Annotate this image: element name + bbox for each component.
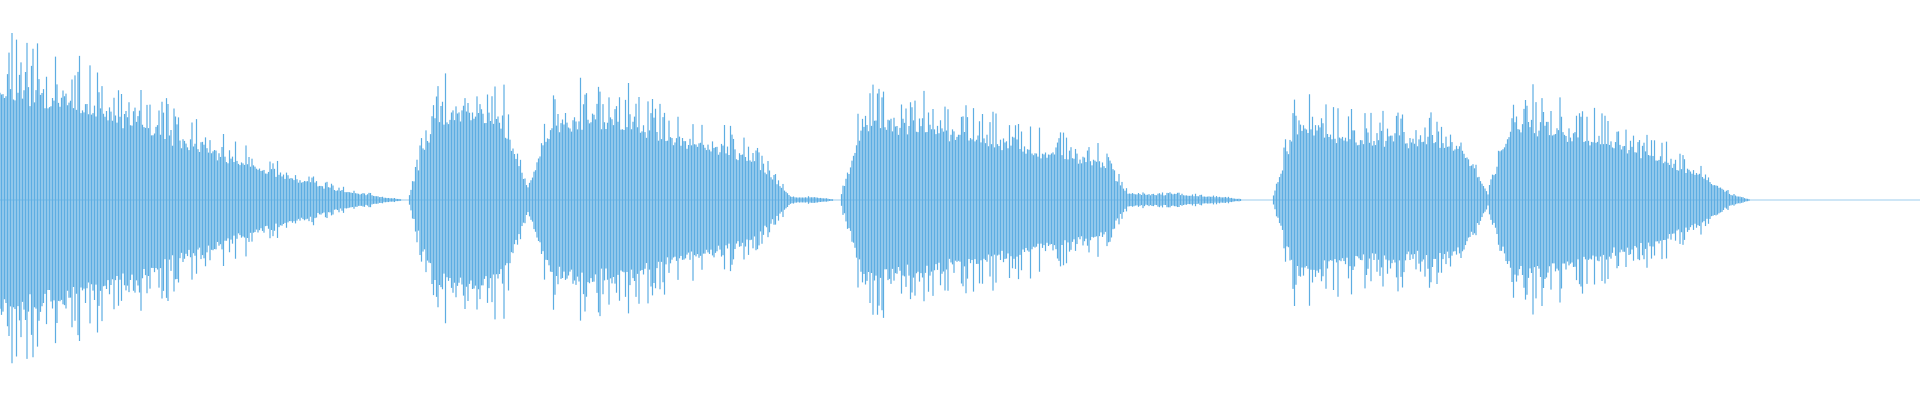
- waveform-samples: [0, 32, 1750, 364]
